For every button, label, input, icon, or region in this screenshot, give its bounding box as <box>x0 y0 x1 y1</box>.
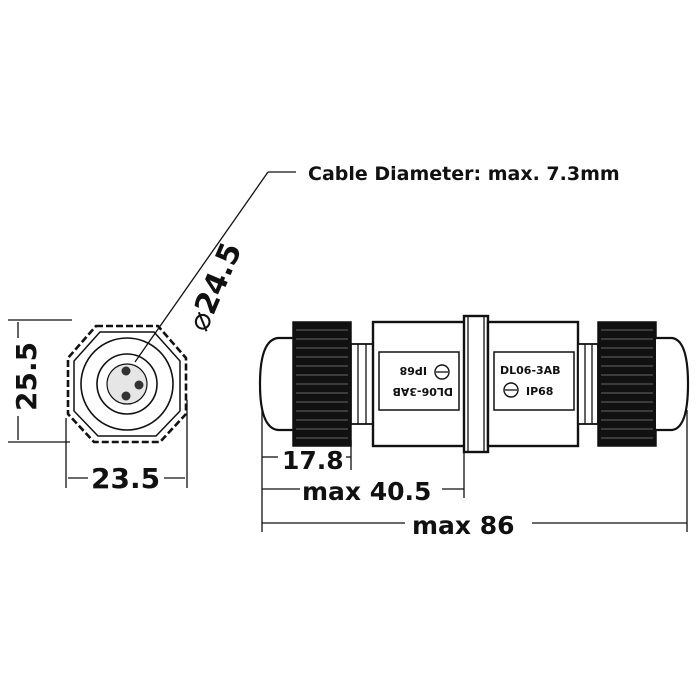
width-dimension: 23.5 <box>91 462 160 495</box>
side-view: DL06-3AB IP68 DL06-3AB IP68 17.8 max 40.… <box>258 314 690 540</box>
contact-pin <box>121 391 131 401</box>
total-length-dimension: max 86 <box>412 511 515 540</box>
cable-hole <box>106 363 148 405</box>
right-label-panel <box>493 351 575 411</box>
right-marking: DL06-3AB IP68 <box>500 364 561 398</box>
half-length-dimension: max 40.5 <box>302 477 431 506</box>
right-housing <box>486 320 580 448</box>
right-rating-text: IP68 <box>526 385 553 398</box>
left-marking: DL06-3AB IP68 <box>392 364 453 398</box>
contact-pin <box>121 366 131 376</box>
left-gland-cap <box>258 336 296 432</box>
diameter-dimension: ⌀24.5 <box>181 238 249 336</box>
diameter-leader <box>134 171 269 363</box>
left-label-panel <box>378 351 460 411</box>
right-model-text: DL06-3AB <box>500 364 561 377</box>
left-model-text: DL06-3AB <box>392 385 453 398</box>
height-dimension: 25.5 <box>10 342 43 411</box>
nut-ring <box>80 337 174 431</box>
right-thread <box>577 343 599 425</box>
left-thread <box>350 343 374 425</box>
cable-diameter-note: Cable Diameter: max. 7.3mm <box>308 163 620 185</box>
left-nut-ridges <box>296 329 348 439</box>
left-housing <box>371 320 467 448</box>
nut-length-dimension: 17.8 <box>282 446 344 475</box>
left-rating-text: IP68 <box>400 364 427 377</box>
ground-icon <box>503 382 519 398</box>
right-gland-cap <box>656 336 690 432</box>
ground-icon <box>434 364 450 380</box>
right-nut-ridges <box>601 329 653 439</box>
contact-pin <box>134 380 144 390</box>
seal-ring <box>96 353 158 415</box>
